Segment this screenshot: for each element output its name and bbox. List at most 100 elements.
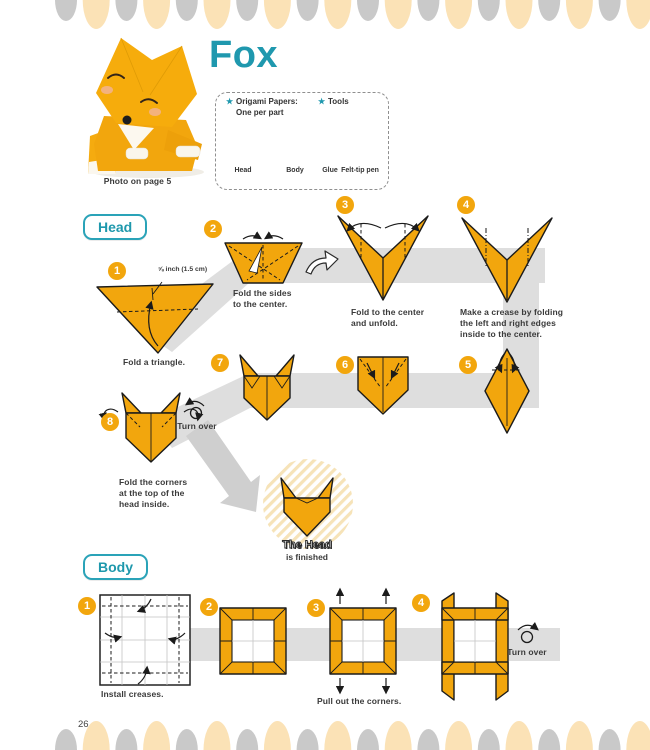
border-oval-gray (236, 0, 259, 21)
papers-heading: Origami Papers: (236, 97, 298, 106)
step-caption: Fold to the center and unfold. (351, 307, 425, 329)
fox-nose (122, 115, 132, 125)
fox-photo (88, 37, 204, 178)
finished-head-title: The Head (282, 539, 332, 552)
border-oval-cream (565, 0, 593, 29)
border-oval-cream (203, 721, 231, 750)
head-step2-diagram (224, 231, 303, 284)
step-number: 7 (211, 354, 229, 372)
border-oval-gray (55, 0, 77, 21)
head-step4-diagram (461, 217, 553, 303)
border-oval-cream (626, 721, 650, 750)
border-oval-gray (115, 729, 138, 750)
body-step4-diagram (441, 592, 509, 701)
measurement-note: ⅝ inch (1.5 cm) (158, 266, 208, 273)
photo-caption: Photo on page 5 (103, 176, 172, 186)
border-oval-cream (82, 721, 110, 750)
tools-heading: Tools (328, 97, 349, 106)
star-icon: ★ (226, 97, 234, 106)
border-oval-gray (357, 729, 379, 750)
border-oval-gray (296, 0, 319, 21)
border-oval-cream (82, 0, 110, 29)
turn-over-icon-body (517, 621, 539, 644)
finished-head-subtitle: is finished (285, 552, 329, 562)
border-oval-cream (324, 0, 352, 29)
paper-label-body: Body (286, 167, 304, 174)
step-number: 3 (336, 196, 354, 214)
head-step3-diagram (337, 215, 429, 301)
border-oval-cream (565, 721, 593, 750)
step-number: 1 (78, 597, 96, 615)
step-number: 6 (336, 356, 354, 374)
tool-label-pen: Felt-tip pen (341, 167, 379, 174)
turn-over-label: Turn over (177, 421, 217, 431)
turn-over-label: Turn over (507, 647, 547, 657)
border-oval-gray (477, 0, 500, 21)
step-number: 3 (307, 599, 325, 617)
step-number: 2 (204, 220, 222, 238)
head-step8-diagram (98, 392, 204, 463)
border-oval-gray (296, 729, 319, 750)
border-oval-gray (538, 729, 561, 750)
finished-head-diagram (263, 459, 353, 549)
head-step1-diagram (96, 281, 214, 354)
next-step-arrow-icon (305, 250, 339, 275)
border-oval-cream (203, 0, 231, 29)
section-badge-head: Head (83, 214, 148, 240)
step-caption: Make a crease by folding the left and ri… (460, 307, 564, 340)
papers-subheading: One per part (236, 108, 284, 117)
border-oval-gray (357, 0, 379, 21)
step-number: 1 (108, 262, 126, 280)
materials-box (215, 92, 389, 190)
page-title: Fox (209, 34, 279, 76)
body-step2-diagram (219, 607, 287, 675)
border-oval-gray (175, 0, 198, 21)
head-step7-diagram (239, 354, 295, 421)
step-number: 8 (101, 413, 119, 431)
step-number: 2 (200, 598, 218, 616)
border-oval-gray (115, 0, 138, 21)
border-oval-gray (55, 729, 77, 750)
border-oval-cream (505, 0, 533, 29)
head-step5-diagram (484, 348, 530, 434)
border-oval-cream (263, 0, 291, 29)
step-caption: Pull out the corners. (317, 696, 402, 706)
top-border-ovals (55, 0, 650, 29)
border-oval-cream (505, 721, 533, 750)
border-oval-cream (143, 721, 171, 750)
border-oval-gray (417, 729, 440, 750)
border-oval-cream (384, 721, 412, 750)
border-oval-gray (417, 0, 440, 21)
bottom-border-ovals (55, 721, 650, 750)
step-caption: Fold the sides to the center. (233, 288, 292, 310)
border-oval-gray (598, 0, 621, 21)
border-oval-gray (598, 729, 621, 750)
head-step6-diagram (357, 356, 409, 415)
border-oval-gray (477, 729, 500, 750)
border-oval-cream (384, 0, 412, 29)
body-step1-diagram (99, 594, 191, 686)
big-arrow (186, 420, 260, 512)
page-number: 26 (78, 719, 89, 730)
tool-label-glue: Glue (322, 167, 338, 174)
step-caption: Fold the corners at the top of the head … (119, 477, 188, 510)
section-badge-body: Body (83, 554, 148, 580)
border-oval-gray (175, 729, 198, 750)
fox-closed-eye-right (140, 98, 158, 104)
border-oval-cream (324, 721, 352, 750)
border-oval-cream (445, 0, 473, 29)
step-number: 5 (459, 356, 477, 374)
border-oval-cream (263, 721, 291, 750)
step-number: 4 (412, 594, 430, 612)
step-caption: Install creases. (101, 689, 164, 699)
border-oval-cream (445, 721, 473, 750)
body-step3-diagram (329, 587, 397, 695)
step-number: 4 (457, 196, 475, 214)
border-oval-cream (143, 0, 171, 29)
paper-label-head: Head (234, 167, 252, 174)
step-caption: Fold a triangle. (123, 357, 186, 367)
star-icon: ★ (318, 97, 326, 106)
border-oval-cream (626, 0, 650, 29)
